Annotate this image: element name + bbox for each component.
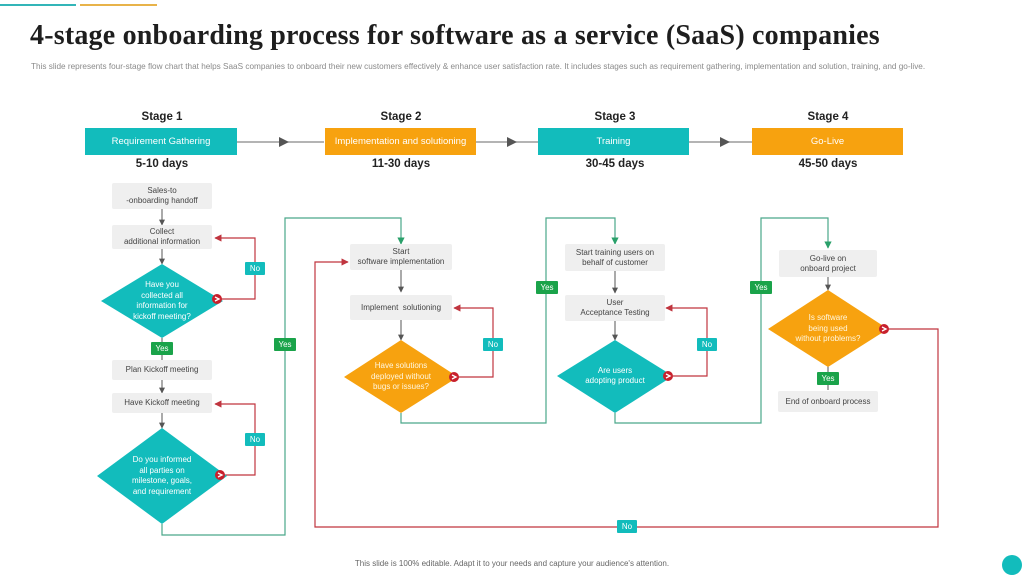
- step-go-live: Go-live on onboard project: [779, 250, 877, 277]
- yes-path-line: [614, 217, 832, 424]
- stage-3-label: Stage 3: [594, 111, 636, 123]
- step-sales-handoff: Sales-to -onboarding handoff: [112, 183, 212, 209]
- stage-arrow: [689, 137, 752, 147]
- stage-2-label: Stage 2: [380, 111, 422, 123]
- stage-arrow: [476, 137, 538, 147]
- stage-1-box: Requirement Gathering: [85, 128, 237, 155]
- step-collect-info: Collect additional information: [112, 225, 212, 249]
- decision-diamond: [557, 340, 673, 413]
- decision-software-used-text: Is software being used without problems?: [795, 313, 861, 344]
- decision-users-adopting-text: Are users adopting product: [585, 365, 645, 386]
- stage-2-box: Implementation and solutioning: [325, 128, 476, 155]
- stage-2-duration: 11-30 days: [371, 158, 431, 170]
- no-badge: No: [245, 262, 265, 275]
- stage-3-box: Training: [538, 128, 689, 155]
- stage-1-label: Stage 1: [141, 111, 183, 123]
- stage-arrow: [237, 137, 324, 147]
- accent-bar-gold: [80, 4, 157, 6]
- step-implement-solutioning: Implement solutioning: [350, 295, 452, 320]
- no-branch-icon: [215, 470, 225, 480]
- no-branch-icon: [663, 371, 673, 381]
- no-badge: No: [245, 433, 265, 446]
- no-badge: No: [483, 338, 503, 351]
- no-branch-icon: [449, 372, 459, 382]
- step-have-kickoff: Have Kickoff meeting: [112, 393, 212, 413]
- decision-diamond: [101, 264, 223, 338]
- accent-bar-teal: [0, 4, 76, 6]
- stage-1-duration: 5-10 days: [135, 158, 189, 170]
- yes-badge: Yes: [536, 281, 558, 294]
- no-badge: No: [617, 520, 637, 533]
- no-branch-icon: [212, 294, 222, 304]
- stage-4-box: Go-Live: [752, 128, 903, 155]
- no-badge: No: [697, 338, 717, 351]
- stage-4-label: Stage 4: [807, 111, 849, 123]
- stage-4-duration: 45-50 days: [798, 158, 858, 170]
- decision-diamond: [97, 428, 227, 524]
- no-branch-icon: [879, 324, 889, 334]
- yes-badge: Yes: [151, 342, 173, 355]
- step-user-acceptance-testing: User Acceptance Testing: [565, 295, 665, 321]
- corner-circle-decoration: [1002, 555, 1022, 575]
- yes-badge: Yes: [750, 281, 772, 294]
- stage-3-duration: 30-45 days: [585, 158, 645, 170]
- yes-path-line: [400, 217, 619, 424]
- decision-informed-parties-text: Do you informed all parties on milestone…: [131, 455, 193, 496]
- yes-path-line: [161, 217, 405, 536]
- yes-badge: Yes: [274, 338, 296, 351]
- yes-badge: Yes: [817, 372, 839, 385]
- decision-collected-info-text: Have you collected all information for k…: [133, 280, 191, 321]
- decision-diamond: [344, 340, 458, 413]
- page-title: 4-stage onboarding process for software …: [30, 20, 880, 51]
- decision-solutions-deployed-text: Have solutions deployed without bugs or …: [370, 361, 432, 392]
- step-end-onboard: End of onboard process: [778, 391, 878, 412]
- step-start-training: Start training users on behalf of custom…: [565, 244, 665, 271]
- decision-diamond: [768, 290, 888, 367]
- footer-note: This slide is 100% editable. Adapt it to…: [354, 559, 670, 568]
- step-plan-kickoff: Plan Kickoff meeting: [112, 360, 212, 380]
- step-start-implementation: Start software implementation: [350, 244, 452, 270]
- page-description: This slide represents four-stage flow ch…: [31, 62, 926, 71]
